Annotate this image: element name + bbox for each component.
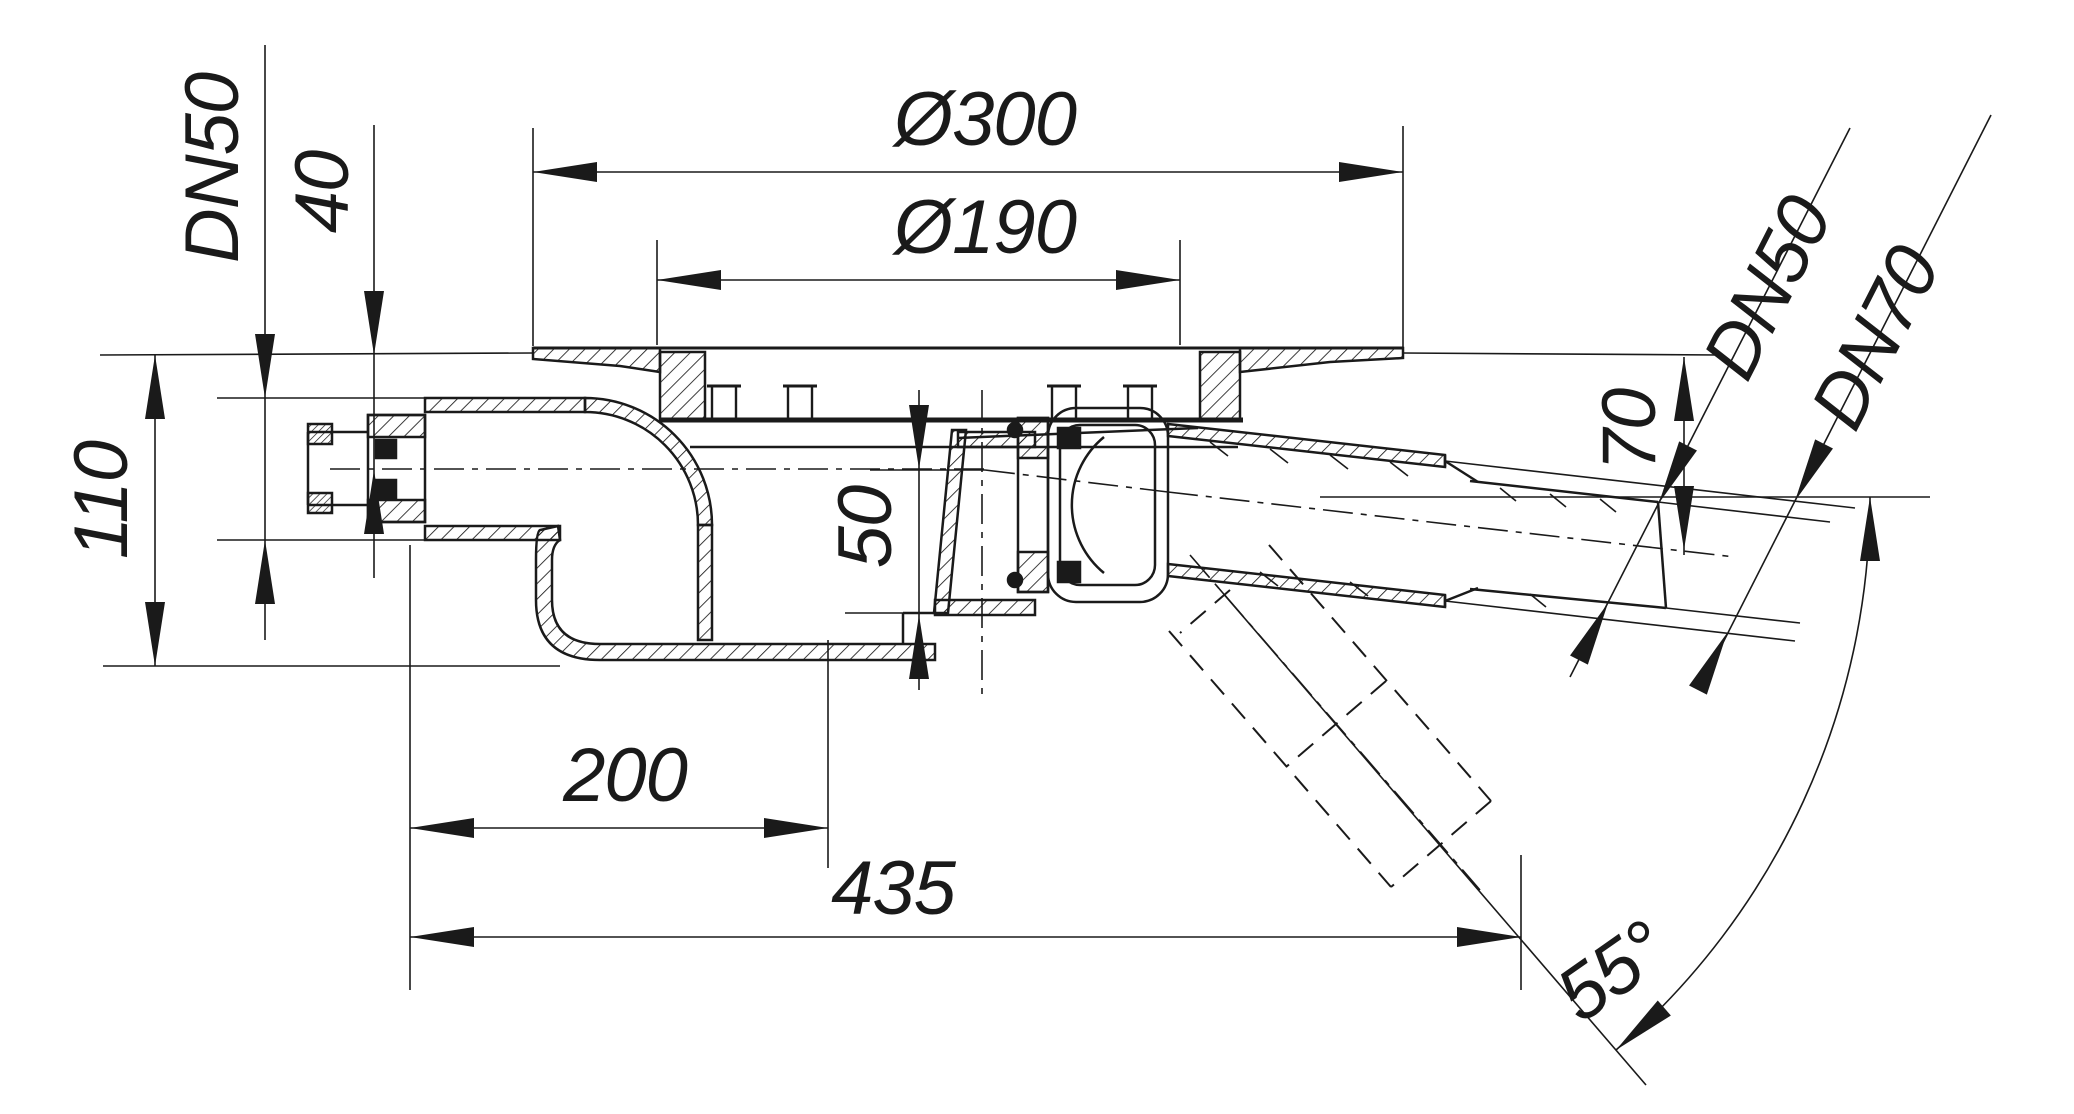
spigot-top-edge [1469, 479, 1659, 504]
dip-tube-wall [696, 523, 714, 642]
dim-label-50: 50 [823, 485, 908, 569]
surface-ticks [1209, 441, 1617, 608]
union-seal-bottom [374, 478, 398, 500]
left-inlet-pipe [306, 396, 587, 542]
outlet-channel-bottom [933, 598, 1037, 617]
dim-label-200: 200 [563, 733, 688, 818]
dim-label-435: 435 [831, 846, 956, 931]
dim-label-40: 40 [280, 150, 365, 234]
ball-seal-bottom [1056, 560, 1082, 584]
spigot-flange-top [306, 422, 334, 446]
union-seal-top [374, 438, 398, 460]
spigot-bottom-edge [1469, 587, 1667, 610]
dim-label-70: 70 [1587, 388, 1672, 472]
extension-lines [99, 126, 1856, 990]
trap-body [534, 426, 1199, 662]
ball-seal-top [1056, 426, 1082, 450]
o-ring-top [1006, 421, 1024, 439]
spigot-end-face [1656, 501, 1668, 609]
ball-joint [1006, 406, 1170, 604]
dim-label-dia190: Ø190 [894, 185, 1077, 270]
elbow [583, 396, 714, 642]
dim-label-110: 110 [59, 440, 144, 560]
sleeve-bevel-top [1444, 459, 1479, 484]
clamp-ring [1046, 406, 1170, 604]
pipe-wall-top [423, 396, 587, 414]
centerlines [330, 390, 1736, 891]
ball-surface [1070, 436, 1105, 574]
swivel-arc [1215, 496, 1930, 1086]
sleeve-wall-top [1166, 422, 1447, 469]
funnel-wall-right [932, 428, 968, 615]
dim-label-dia300: Ø300 [894, 77, 1077, 162]
trap-shell [534, 524, 937, 662]
swivel-angled-ray [1215, 584, 1647, 1086]
sleeve-wall-bottom [1166, 562, 1447, 609]
outlet-pipe [1166, 422, 1668, 610]
o-ring-bottom [1006, 571, 1024, 589]
drain-grate [660, 384, 1243, 449]
flange-plate [531, 346, 1405, 422]
swivel-arc-curve [1615, 496, 1871, 1051]
spigot-flange-bottom [306, 491, 334, 515]
dim-label-dn50-left: DN50 [170, 72, 255, 264]
grate-bolts [707, 384, 1157, 422]
dimension-arrowheads [145, 162, 1880, 1050]
